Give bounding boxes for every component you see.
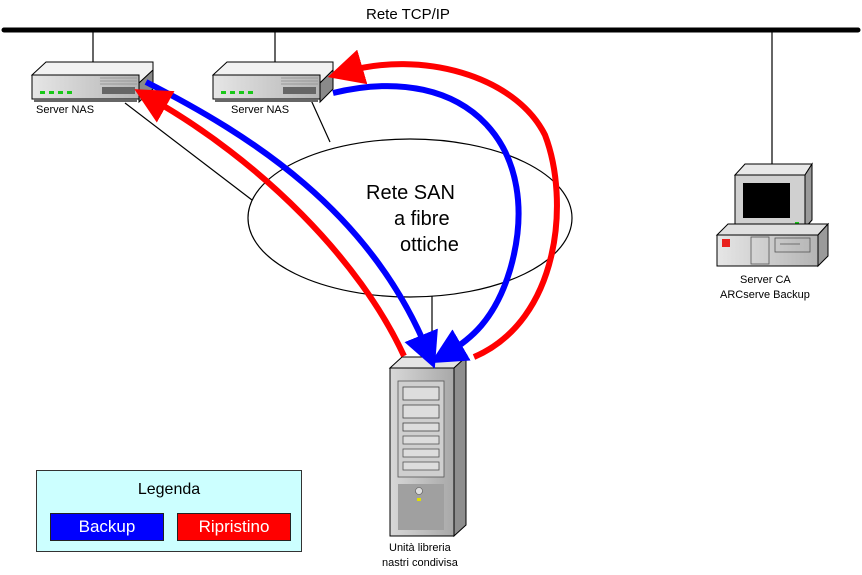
backup-arrow-nas2-to-library	[332, 83, 522, 364]
nas-server-2-label: Server NAS	[231, 104, 290, 116]
legend-item-backup: Backup	[50, 513, 164, 541]
ca-server-label-line2: ARCserve Backup	[720, 289, 810, 301]
san-label-line3: ottiche	[400, 234, 459, 256]
nas2-san-link	[310, 99, 331, 143]
san-label-line1: Rete SAN	[366, 182, 455, 204]
tape-library-icon	[388, 355, 468, 538]
restore-arrow-library-to-nas1	[134, 89, 407, 358]
tcp-ip-network-label: Rete TCP/IP	[366, 6, 450, 23]
san-network-ellipse	[247, 138, 573, 298]
tape-library-label-line1: Unità libreria	[389, 542, 451, 554]
tape-library-label-line2: nastri condivisa	[382, 557, 458, 569]
ca-server-workstation-icon	[715, 162, 830, 268]
nas-server-1-label: Server NAS	[36, 104, 95, 116]
legend-item-restore: Ripristino	[177, 513, 291, 541]
nas-server-1-icon	[30, 61, 154, 104]
legend-box: Legenda Backup Ripristino	[36, 470, 302, 552]
restore-arrow-library-to-nas2	[327, 49, 560, 360]
ca-server-label-line1: Server CA	[740, 274, 791, 286]
backup-arrow-nas1-to-library	[144, 79, 438, 369]
nas-server-2-icon	[211, 61, 334, 104]
legend-title: Legenda	[137, 481, 201, 498]
san-label-line2: a fibre	[394, 208, 450, 230]
